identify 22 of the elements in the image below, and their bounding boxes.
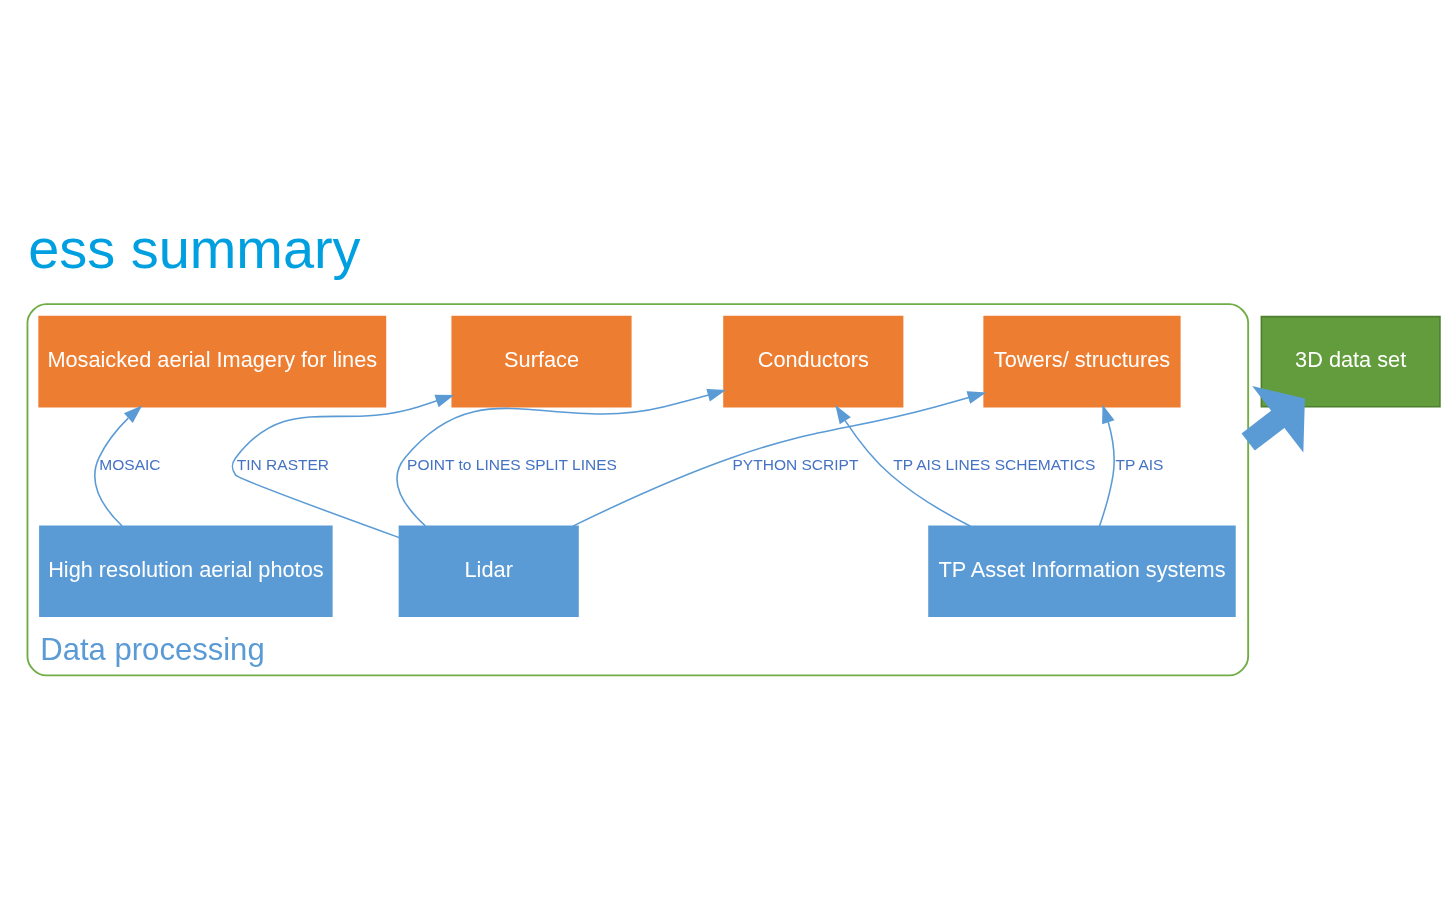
edge-label: POINT to LINES SPLIT LINES — [407, 455, 617, 473]
edge-label: TP AIS LINES SCHEMATICS — [893, 455, 1096, 473]
edge-label: MOSAIC — [99, 455, 161, 473]
edge-label: TIN RASTER — [236, 455, 330, 473]
node-box: TP Asset Information systems — [928, 525, 1236, 617]
arrow — [572, 390, 987, 527]
node-box: Surface — [451, 315, 632, 407]
node-box: Conductors — [723, 315, 904, 407]
arrow — [94, 405, 143, 527]
node-box: High resolution aerial photos — [39, 525, 333, 617]
node-box: Towers/ structures — [983, 315, 1181, 407]
edge-label: PYTHON SCRIPT — [732, 455, 859, 473]
arrow — [1098, 404, 1115, 527]
edge-label: TP AIS — [1115, 455, 1164, 473]
node-box: 3D data set — [1260, 315, 1441, 407]
arrow — [1241, 385, 1305, 452]
arrow — [835, 404, 972, 527]
diagram-title: ess summary — [28, 216, 361, 280]
node-box: Lidar — [398, 525, 579, 617]
node-box: Mosaicked aerial Imagery for lines — [38, 315, 387, 407]
arrow — [396, 388, 727, 527]
arrow — [231, 394, 455, 538]
